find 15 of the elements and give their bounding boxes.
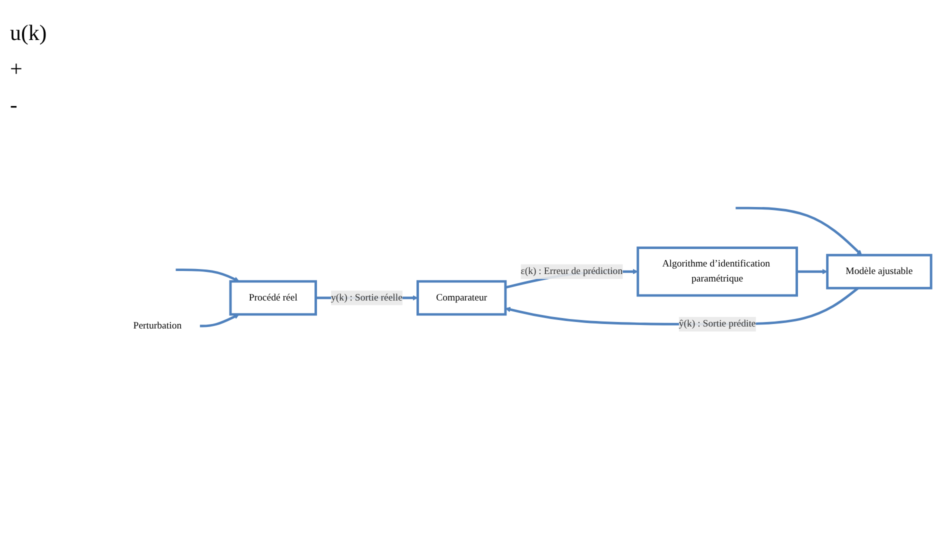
arrow [200,314,240,328]
edge-label: y(k) : Sortie réelle [331,292,402,304]
note-label: - [10,92,18,118]
node-box: Modèle ajustable [826,254,932,290]
node-box: Procédé réel [229,280,317,316]
arrow [176,268,240,282]
note-label: u(k) [10,20,48,46]
edge-label: ε(k) : Erreur de prédiction [520,266,623,277]
node-box: Algorithme d’identification paramétrique [636,246,798,297]
edge-label: ŷ(k) : Sortie prédite [678,318,756,330]
arrow [796,269,828,275]
arrow [736,207,862,256]
node-text: Perturbation [133,320,182,332]
note-label: + [10,56,24,82]
node-box: Comparateur [416,280,507,316]
